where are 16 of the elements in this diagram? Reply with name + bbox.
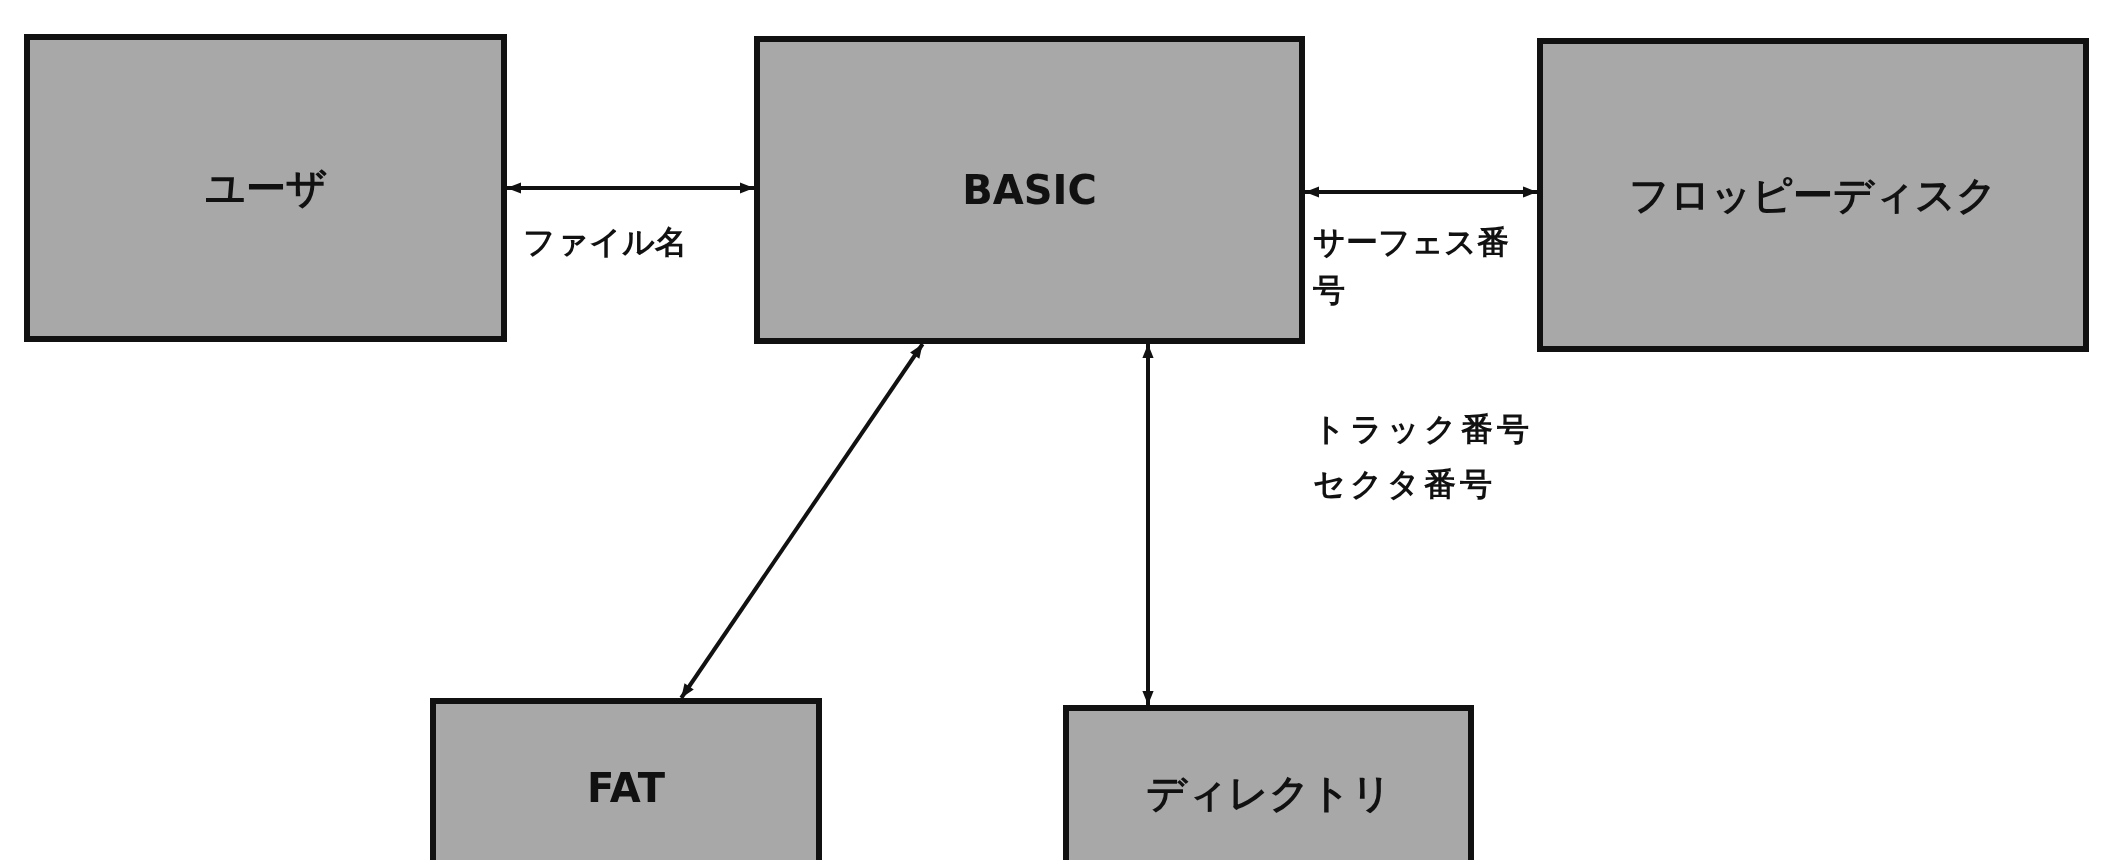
double-arrow [507,182,754,194]
note-text: トラック番号 [1313,409,1533,450]
box-label: フロッピーディスク [1629,171,1997,220]
box-label: BASIC [962,166,1097,215]
box-label: ユーザ [204,164,327,213]
process-box [24,34,507,342]
process-box [1063,705,1474,860]
note-text: セクタ番号 [1313,464,1496,505]
double-arrow [1305,186,1537,198]
process-box [430,698,822,860]
box-label: ディレクトリ [1145,768,1392,818]
double-arrow [679,342,925,700]
box-label: FAT [587,764,665,813]
double-arrow [1142,344,1154,705]
process-box [754,36,1305,344]
process-box [1537,38,2089,352]
